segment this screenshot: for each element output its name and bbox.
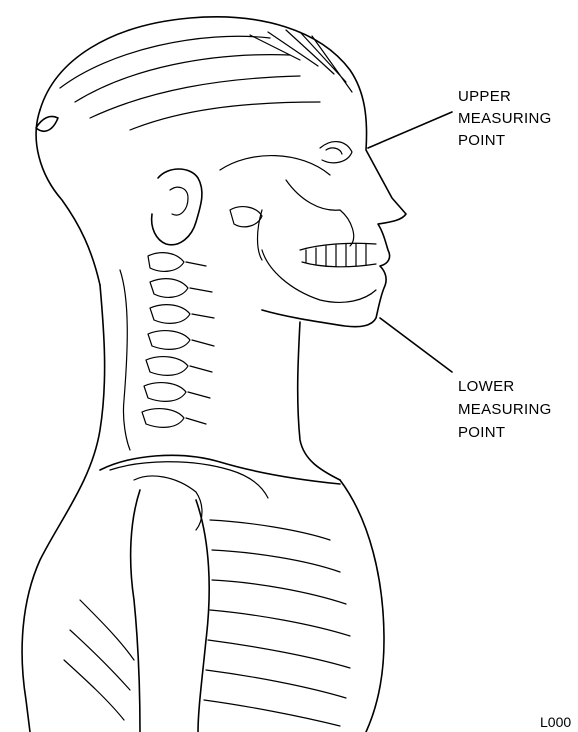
lower-leader-line <box>380 318 452 372</box>
upper-leader-line <box>368 112 452 148</box>
leader-lines <box>368 112 452 372</box>
upper-label-line1: UPPER <box>458 88 511 105</box>
head-outline <box>36 17 406 327</box>
lower-label-line2: MEASURING <box>458 401 552 418</box>
upper-measuring-point-label: UPPER MEASURING POINT <box>458 88 552 149</box>
lower-label-line1: LOWER <box>458 378 515 395</box>
lower-measuring-point-label: LOWER MEASURING POINT <box>458 378 552 441</box>
hair-strands <box>36 30 352 131</box>
cervical-spine <box>120 253 214 450</box>
upper-label-line2: MEASURING <box>458 110 552 127</box>
figure-code: L000 <box>540 714 571 730</box>
lower-label-line3: POINT <box>458 424 505 441</box>
upper-label-line3: POINT <box>458 132 505 149</box>
shoulder-and-arm <box>100 455 384 732</box>
skull-and-jaw <box>220 142 376 303</box>
